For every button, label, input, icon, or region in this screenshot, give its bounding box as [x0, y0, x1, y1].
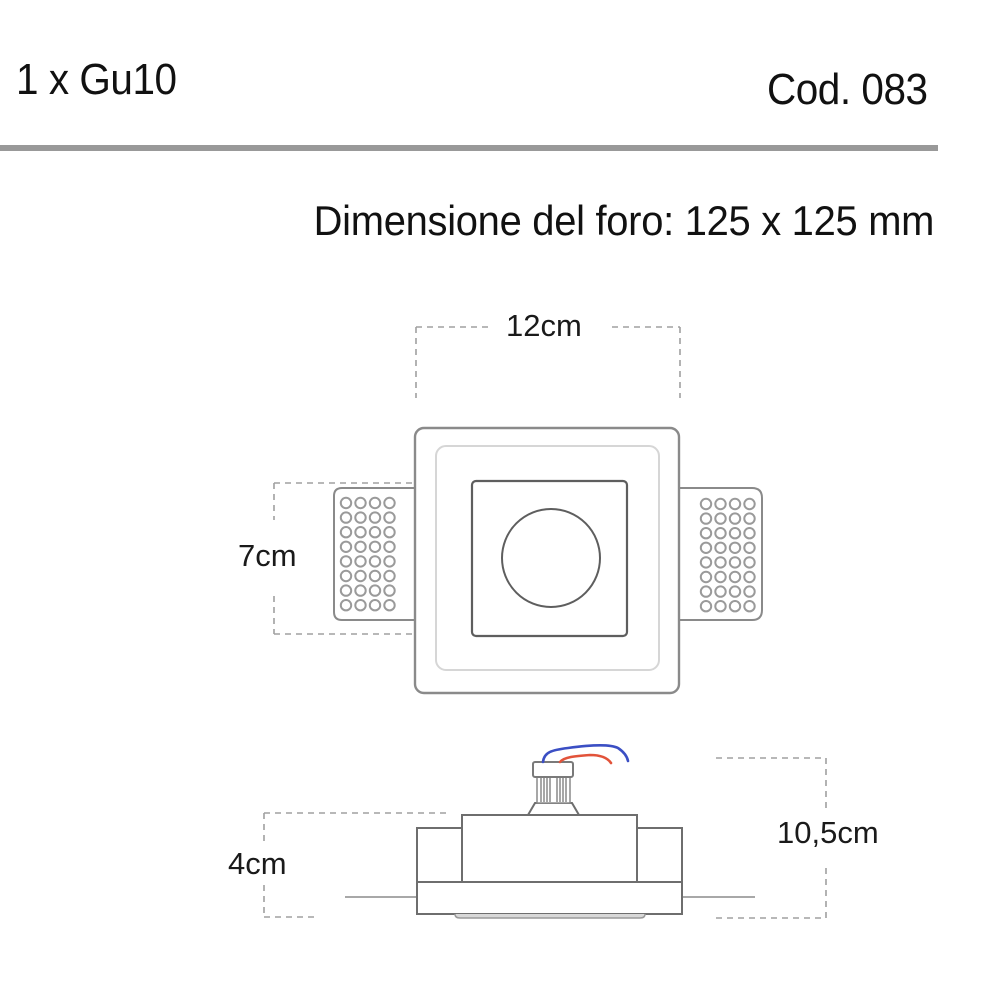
- grille-hole-icon: [743, 600, 756, 613]
- grille-hole-icon: [699, 541, 713, 554]
- grille-hole-icon: [339, 584, 353, 597]
- grille-hole-icon: [714, 570, 727, 584]
- grille-hole-icon: [699, 527, 713, 540]
- grille-hole-icon: [383, 496, 396, 510]
- grille-hole-icon: [354, 569, 367, 583]
- socket-cap: [532, 761, 574, 778]
- grille-hole-icon: [368, 555, 382, 568]
- grille-hole-icon: [368, 511, 382, 524]
- grille-hole-icon: [714, 600, 727, 613]
- grille-hole-icon: [354, 526, 367, 539]
- grille-hole-icon: [728, 600, 742, 613]
- grille-hole-icon: [368, 569, 382, 583]
- grille-hole-icon: [368, 584, 382, 597]
- grille-hole-icon: [699, 497, 713, 511]
- grille-hole-icon: [383, 540, 396, 553]
- width-dimension-line: [415, 326, 681, 398]
- grille-hole-icon: [714, 541, 727, 554]
- hole-dimension-text: Dimensione del foro: 125 x 125 mm: [313, 197, 935, 244]
- grille-hole-icon: [383, 555, 396, 568]
- grille-hole-icon: [354, 511, 367, 524]
- grille-hole-icon: [339, 511, 353, 524]
- lamp-hole: [501, 508, 601, 608]
- grille-hole-icon: [714, 497, 727, 511]
- socket-base: [526, 802, 581, 816]
- product-code: Cod. 083: [767, 65, 928, 114]
- grille-hole-icon: [714, 556, 727, 569]
- grille-hole-icon: [339, 496, 353, 510]
- grille-hole-icon: [728, 527, 742, 540]
- red-wire-icon: [558, 753, 613, 765]
- grille-hole-icon: [714, 585, 727, 598]
- grille-hole-icon: [699, 585, 713, 598]
- lamp-spec-title: 1 x Gu10: [16, 55, 177, 104]
- grille-hole-icon: [354, 540, 367, 553]
- grille-hole-icon: [339, 569, 353, 583]
- grille-hole-icon: [354, 555, 367, 568]
- grille-hole-icon: [339, 526, 353, 539]
- grille-hole-icon: [743, 527, 756, 540]
- inner-frame: [435, 445, 660, 671]
- grille-hole-icon: [383, 599, 396, 612]
- grille-hole-icon: [368, 540, 382, 553]
- grille-hole-icon: [714, 527, 727, 540]
- body-height-dimension-label: 4cm: [228, 846, 287, 881]
- grille-hole-icon: [354, 496, 367, 510]
- grille-hole-icon: [354, 584, 367, 597]
- grille-hole-icon: [368, 496, 382, 510]
- left-wing: [416, 827, 463, 883]
- right-grille-tab: [679, 487, 763, 621]
- grille-hole-icon: [339, 555, 353, 568]
- grille-hole-icon: [714, 512, 727, 525]
- grille-hole-icon: [699, 570, 713, 584]
- grille-hole-icon: [383, 526, 396, 539]
- grille-hole-icon: [368, 526, 382, 539]
- right-grille-holes-icon: [699, 497, 756, 613]
- grille-hole-icon: [728, 497, 742, 511]
- grille-hole-icon: [743, 541, 756, 554]
- right-wing: [636, 827, 683, 883]
- grille-hole-icon: [743, 585, 756, 598]
- grille-hole-icon: [743, 570, 756, 584]
- grille-hole-icon: [728, 541, 742, 554]
- left-grille-holes-icon: [339, 496, 396, 612]
- grille-hole-icon: [383, 511, 396, 524]
- socket-body-icon: [536, 775, 571, 804]
- grille-hole-icon: [699, 512, 713, 525]
- grille-hole-icon: [728, 585, 742, 598]
- grille-hole-icon: [368, 599, 382, 612]
- grille-hole-icon: [383, 569, 396, 583]
- grille-hole-icon: [339, 599, 353, 612]
- grille-hole-icon: [728, 512, 742, 525]
- grille-hole-icon: [743, 556, 756, 569]
- grille-hole-icon: [728, 570, 742, 584]
- left-grille-tab: [333, 487, 415, 621]
- main-body: [461, 814, 638, 883]
- grille-hole-icon: [743, 512, 756, 525]
- height-dimension-label: 7cm: [238, 538, 297, 573]
- total-height-dimension-line: [716, 757, 827, 919]
- grille-hole-icon: [339, 540, 353, 553]
- header-divider: [0, 145, 938, 151]
- body-height-dimension-line: [263, 812, 448, 918]
- bottom-plate: [416, 881, 683, 915]
- width-dimension-label: 12cm: [506, 308, 582, 343]
- grille-hole-icon: [383, 584, 396, 597]
- grille-hole-icon: [743, 497, 756, 511]
- blue-wire-icon: [541, 744, 630, 764]
- height-dimension-line: [273, 482, 440, 635]
- total-height-dimension-label: 10,5cm: [777, 815, 879, 850]
- grille-hole-icon: [699, 600, 713, 613]
- grille-hole-icon: [354, 599, 367, 612]
- grille-hole-icon: [728, 556, 742, 569]
- grille-hole-icon: [699, 556, 713, 569]
- top-view: [273, 326, 763, 695]
- side-view: [263, 744, 827, 919]
- bottom-lens: [454, 913, 646, 919]
